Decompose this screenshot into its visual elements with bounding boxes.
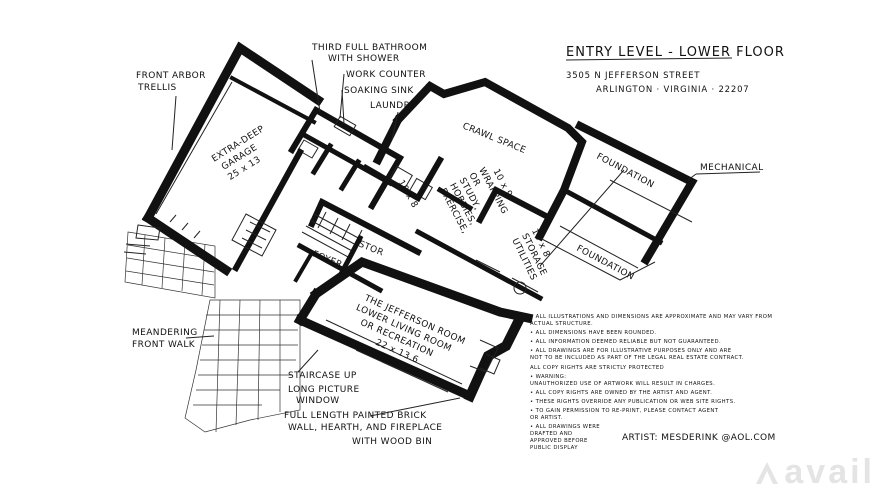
note-line: UNAUTHORIZED USE OF ARTWORK WILL RESULT … xyxy=(530,381,715,387)
artist-credit: ARTIST: MESDERINK @AOL.COM xyxy=(622,433,776,443)
callout-long-window-2: WINDOW xyxy=(296,396,340,406)
callout-front-arbor-trellis: TRELLIS xyxy=(137,83,177,93)
note-line: • ALL DRAWINGS ARE FOR ILLUSTRATIVE PURP… xyxy=(530,348,732,354)
crawl-space-walls xyxy=(372,77,698,302)
note-line: DRAFTED AND xyxy=(530,431,573,437)
callout-front-arbor: FRONT ARBOR xyxy=(136,71,206,81)
room-stor: STOR xyxy=(357,240,385,259)
plan-title: ENTRY LEVEL - LOWER FLOOR xyxy=(566,45,785,60)
callout-long-window: LONG PICTURE xyxy=(288,385,360,395)
note-line: • WARNING: xyxy=(530,374,566,380)
note-line: PUBLIC DISPLAY xyxy=(530,445,578,451)
callout-mechanical: MECHANICAL xyxy=(700,163,764,173)
title-block: ENTRY LEVEL - LOWER FLOOR 3505 N JEFFERS… xyxy=(565,45,785,95)
note-line: • ALL DIMENSIONS HAVE BEEN ROUNDED. xyxy=(530,330,656,336)
callout-fireplace-2: WALL, HEARTH, AND FIREPLACE xyxy=(288,423,442,433)
room-foundation-lower: FOUNDATION xyxy=(575,244,636,283)
living-room-walls xyxy=(293,256,534,403)
note-line: OR ARTIST. xyxy=(530,415,563,421)
front-walk-paving xyxy=(124,231,301,433)
address-street: 3505 N JEFFERSON STREET xyxy=(566,71,700,81)
callout-staircase-up: STAIRCASE UP xyxy=(288,371,357,381)
callout-soaking-sink: SOAKING SINK xyxy=(344,86,414,96)
note-line: ALL COPY RIGHTS ARE STRICTLY PROTECTED xyxy=(530,365,664,371)
callout-front-walk: FRONT WALK xyxy=(132,340,196,350)
callout-work-counter: WORK COUNTER xyxy=(346,70,426,80)
note-line: • THESE RIGHTS OVERRIDE ANY PUBLICATION … xyxy=(530,399,736,405)
callout-third-bath: THIRD FULL BATHROOM xyxy=(311,43,427,53)
note-line: • ALL ILLUSTRATIONS AND DIMENSIONS ARE A… xyxy=(530,314,772,320)
avail-watermark: avail xyxy=(754,453,875,492)
callouts: THIRD FULL BATHROOM WITH SHOWER WORK COU… xyxy=(132,43,764,447)
disclaimer-notes: • ALL ILLUSTRATIONS AND DIMENSIONS ARE A… xyxy=(530,314,776,451)
avail-logo-icon xyxy=(756,461,779,484)
callout-third-bath-shower: WITH SHOWER xyxy=(328,54,399,64)
note-line: • ALL COPY RIGHTS ARE OWNED BY THE ARTIS… xyxy=(530,390,712,396)
room-crawl-space: CRAWL SPACE xyxy=(461,122,527,157)
room-foyer: FOYER xyxy=(311,250,344,271)
note-line: APPROVED BEFORE xyxy=(530,438,588,444)
note-line: • TO GAIN PERMISSION TO RE-PRINT, PLEASE… xyxy=(530,408,719,414)
bath-laundry-walls xyxy=(231,105,445,273)
note-line: • ALL DRAWINGS WERE xyxy=(530,424,600,430)
callout-meandering: MEANDERING xyxy=(132,328,198,338)
callout-fireplace: FULL LENGTH PAINTED BRICK xyxy=(284,411,427,421)
address-city: ARLINGTON · VIRGINIA · 22207 xyxy=(596,85,750,95)
note-line: NOT TO BE INCLUDED AS PART OF THE LEGAL … xyxy=(530,355,744,361)
note-line: ACTUAL STRUCTURE. xyxy=(530,321,593,327)
watermark-text: avail xyxy=(784,453,875,491)
callout-laundry: LAUNDRY xyxy=(370,101,416,111)
foyer-stairs xyxy=(231,197,423,294)
note-line: • ALL INFORMATION DEEMED RELIABLE BUT NO… xyxy=(530,339,721,345)
garage-walls xyxy=(123,41,325,277)
callout-fireplace-3: WITH WOOD BIN xyxy=(352,437,432,447)
